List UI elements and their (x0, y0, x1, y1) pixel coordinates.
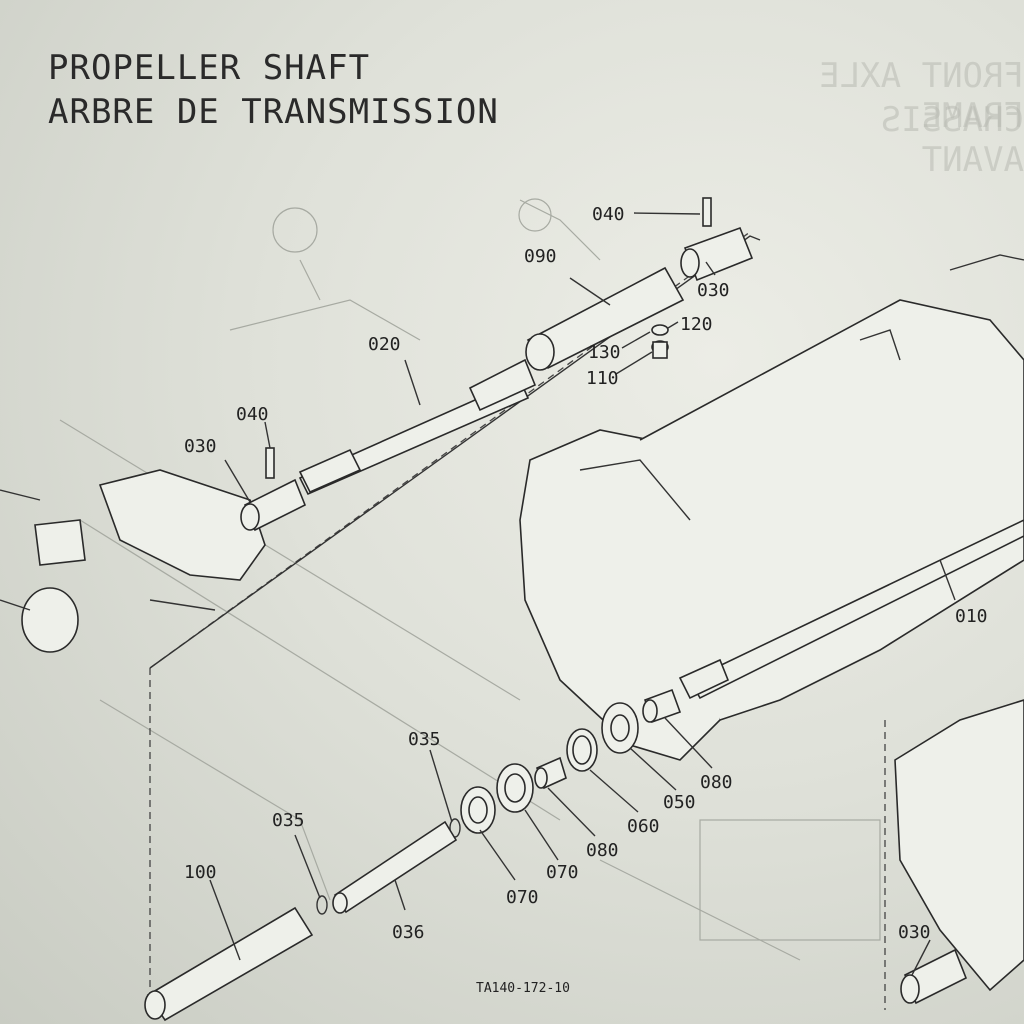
upper-box-frame (149, 235, 761, 669)
coupling-030-bottom (894, 699, 1024, 1005)
callout-120: 120 (680, 314, 713, 335)
callout-020: 020 (368, 334, 401, 355)
ring-060 (566, 728, 598, 772)
leader-lines (209, 212, 956, 976)
figure-code: TA140-172-10 (476, 981, 570, 996)
tube-100 (144, 906, 314, 1022)
callout-030-bottom: 030 (898, 922, 931, 943)
title-line-2: ARBRE DE TRANSMISSION (48, 92, 499, 132)
bolt-set (651, 324, 669, 359)
bearing-070-b (460, 786, 496, 834)
callout-050: 050 (663, 792, 696, 813)
callout-130: 130 (588, 342, 621, 363)
callout-080-b: 080 (700, 772, 733, 793)
callout-070-b: 070 (546, 862, 579, 883)
lower-group-edges (149, 668, 886, 1010)
bearing-050 (601, 702, 639, 754)
transmission-housing (519, 254, 1024, 761)
callout-070-a: 070 (506, 887, 539, 908)
callout-030-top: 030 (697, 280, 730, 301)
bearing-070-a (496, 763, 534, 813)
shaft-020 (298, 358, 537, 496)
coupling-030-left (240, 447, 307, 532)
callout-060: 060 (627, 816, 660, 837)
collar-080-lower (534, 756, 567, 790)
callout-080-a: 080 (586, 840, 619, 861)
left-housing (0, 469, 266, 653)
snap-ring-035-b (316, 895, 328, 915)
callout-035-b: 035 (272, 810, 305, 831)
coupling-030-top (680, 197, 754, 282)
callout-110: 110 (586, 368, 619, 389)
shaft-036 (332, 820, 458, 914)
callout-036: 036 (392, 922, 425, 943)
callout-035-a: 035 (408, 729, 441, 750)
callout-100: 100 (184, 862, 217, 883)
title-line-1: PROPELLER SHAFT (48, 48, 371, 88)
callout-030-left: 030 (184, 436, 217, 457)
collar-080-upper (642, 688, 682, 724)
callout-010: 010 (955, 606, 988, 627)
background-faint-lines (59, 198, 881, 961)
callout-040-top: 040 (592, 204, 625, 225)
callout-090: 090 (524, 246, 557, 267)
shaft-010 (678, 519, 1024, 700)
callout-040-left: 040 (236, 404, 269, 425)
tube-090 (525, 266, 685, 371)
